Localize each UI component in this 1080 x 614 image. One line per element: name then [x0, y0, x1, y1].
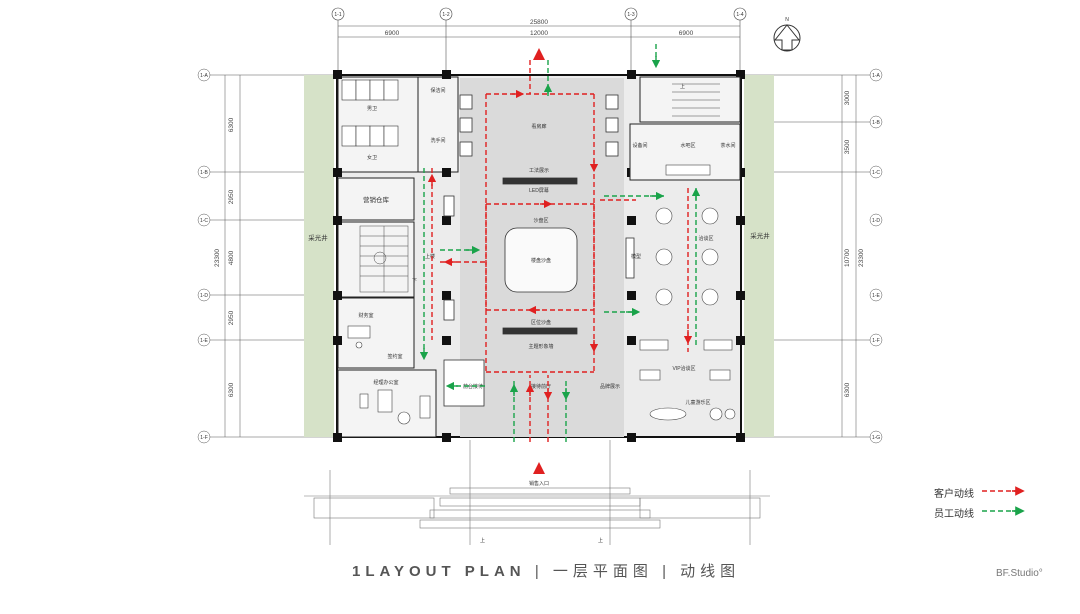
light-well-right-label: 采光井 — [750, 231, 770, 240]
north-label: N — [785, 17, 789, 23]
axis-right-c: 1-C — [872, 170, 880, 176]
bottom-up-left: 上 — [480, 537, 485, 544]
label-location-sandbox: 区位沙盘 — [531, 319, 551, 326]
label-model-sandbox: 楼盘沙盘 — [531, 257, 551, 264]
axis-left-f: 1-F — [200, 435, 208, 441]
light-well-right — [744, 75, 774, 437]
right-rooms — [629, 76, 741, 181]
title-main: 1LAYOUT PLAN — [352, 563, 526, 580]
toilet-stalls — [341, 79, 399, 147]
right-stair — [672, 83, 720, 117]
plan-title: 1LAYOUT PLAN | 一层平面图 | 动线图 — [352, 560, 740, 581]
dim-top-left: 6900 — [385, 30, 400, 37]
axis-top-1: 1-1 — [334, 12, 341, 18]
dim-left-5: 6300 — [228, 382, 235, 397]
bottom-up-right: 上 — [598, 537, 603, 544]
title-floor: 一层平面图 — [552, 563, 653, 580]
axis-left-b: 1-B — [200, 170, 208, 176]
legend-customer-label: 客户动线 — [934, 489, 974, 500]
customer-flow — [431, 60, 689, 442]
title-flow: 动线图 — [680, 563, 741, 580]
dim-left-4: 2950 — [228, 310, 235, 325]
customer-flow-arrows — [427, 89, 693, 401]
stair-right-label: 上 — [680, 83, 685, 90]
north-arrow — [773, 24, 801, 52]
center-fixtures — [443, 94, 635, 407]
room-contract: 签约室 — [387, 353, 402, 360]
main-entrance-marker — [533, 462, 545, 474]
axis-right-a: 1-A — [872, 73, 880, 79]
entrance-steps — [304, 440, 770, 545]
left-axis — [197, 68, 335, 444]
office-furniture — [347, 325, 431, 425]
axis-right-d: 1-D — [872, 218, 880, 224]
legend-staff-label: 员工动线 — [934, 509, 974, 520]
dim-total-top: 25800 — [530, 19, 548, 26]
label-led: LED屏幕 — [529, 187, 549, 194]
dim-right-total: 23300 — [858, 249, 865, 267]
dim-left-total: 23300 — [214, 249, 221, 267]
top-dimensions — [337, 20, 741, 70]
room-equipment: 设备间 — [632, 142, 647, 149]
axis-top-4: 1-4 — [736, 12, 743, 18]
room-men-wc: 男卫 — [367, 106, 377, 112]
room-hand-wash: 洗手间 — [430, 137, 445, 144]
left-stair — [359, 225, 409, 293]
bar-counter — [665, 164, 711, 176]
room-water-bar: 水吧区 — [680, 142, 695, 149]
top-entrance-marker — [533, 48, 545, 60]
axis-right-e: 1-E — [872, 293, 880, 299]
axis-top-2: 1-2 — [442, 12, 449, 18]
axis-right-g: 1-G — [872, 435, 880, 441]
axis-left-a: 1-A — [200, 73, 208, 79]
up-mark-label: 上楼 — [425, 253, 435, 260]
top-axis-bubbles — [331, 7, 747, 21]
room-kids: 儿童游乐区 — [685, 399, 710, 406]
dim-right-4: 6300 — [844, 382, 851, 397]
dim-left-3: 4800 — [228, 250, 235, 265]
label-sandbox: 沙盘区 — [533, 217, 548, 224]
vip-sofas — [639, 339, 736, 421]
staff-flow — [423, 44, 697, 442]
axis-left-c: 1-C — [200, 218, 208, 224]
room-tea: 茶水间 — [720, 142, 735, 149]
entrance-label: 销售入口 — [529, 480, 549, 487]
label-model: 模型 — [631, 253, 641, 260]
title-sep-2: | — [662, 563, 671, 580]
room-negotiation: 洽谈区 — [698, 235, 713, 242]
staff-flow-arrows — [419, 56, 701, 401]
room-vip: VIP洽谈区 — [672, 365, 695, 372]
light-well-left — [304, 75, 334, 437]
label-gallery: 看房廊 — [531, 123, 546, 130]
negotiation-tables — [655, 207, 719, 306]
room-finance: 财务室 — [358, 312, 373, 319]
dim-right-1: 3000 — [844, 90, 851, 105]
dim-top-right: 6900 — [679, 30, 694, 37]
title-sep-1: | — [534, 563, 544, 580]
stair-down-label: 下 — [412, 278, 417, 284]
axis-top-3: 1-3 — [627, 12, 634, 18]
light-well-left-label: 采光井 — [308, 233, 328, 242]
room-sales-storage: 营销仓库 — [363, 195, 390, 204]
dim-left-2: 2950 — [228, 189, 235, 204]
axis-right-f: 1-F — [872, 338, 880, 344]
studio-logo: BF.Studio° — [996, 568, 1043, 579]
label-craft: 工法展示 — [529, 167, 549, 174]
label-theme-wall: 主题形象墙 — [528, 343, 553, 350]
room-cleaning: 保洁间 — [430, 87, 445, 94]
label-brand: 品牌展示 — [600, 383, 620, 390]
axis-left-d: 1-D — [200, 293, 208, 299]
columns — [333, 70, 745, 442]
dim-right-3: 10700 — [844, 249, 851, 267]
label-reception: 接待前厅 — [531, 383, 551, 390]
room-manager-office: 经理办公室 — [373, 379, 398, 386]
dim-right-2: 3500 — [844, 139, 851, 154]
room-women-wc: 女卫 — [367, 154, 377, 161]
dim-left-1: 6300 — [228, 117, 235, 132]
axis-left-e: 1-E — [200, 338, 208, 344]
axis-right-b: 1-B — [872, 120, 880, 126]
dim-top-mid: 12000 — [530, 30, 548, 37]
